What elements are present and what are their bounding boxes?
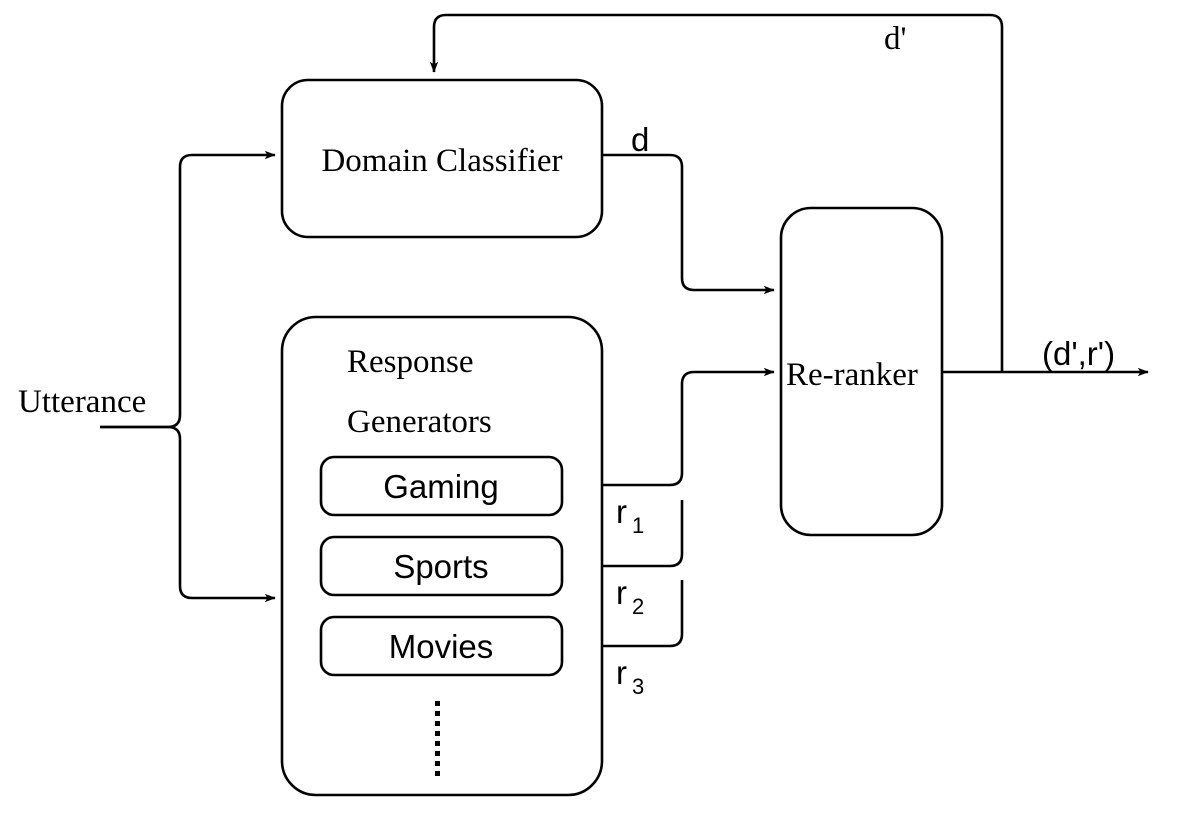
edge-label-r3-subscript: 3 [632, 674, 644, 699]
utterance-label: Utterance [18, 384, 146, 420]
response-generators-label-line1: Response [347, 344, 474, 380]
domain-classifier-box [280, 78, 604, 239]
edge-label-final-output: (d',r') [1042, 335, 1115, 372]
generator-label-sports: Sports [393, 548, 488, 585]
generator-box-sports[interactable] [319, 535, 564, 597]
generator-label-movies: Movies [389, 628, 494, 665]
reranker-box [779, 206, 944, 537]
edge-label-r1: r 1 [616, 493, 644, 538]
edge-label-r2: r 2 [616, 574, 644, 619]
edge-label-r3-base: r [616, 654, 627, 691]
edge-label-r2-subscript: 2 [632, 594, 644, 619]
edge-label-r1-subscript: 1 [632, 513, 644, 538]
edge-r1-gaming-to-reranker [562, 367, 775, 487]
response-generators-label-line2: Generators [347, 404, 492, 440]
generator-box-movies[interactable] [319, 615, 564, 677]
edge-label-dprime: d' [884, 21, 906, 57]
edge-label-r1-base: r [616, 493, 627, 530]
edge-d-domain-to-reranker [602, 153, 775, 295]
domain-classifier-label: Domain Classifier [321, 143, 562, 179]
edge-r3-movies-to-merge [562, 580, 684, 648]
edge-label-r2-base: r [616, 574, 627, 611]
edge-label-d: d [631, 121, 649, 158]
vertical-dots-icon [435, 701, 440, 776]
edge-dprime-feedback-to-domain-classifier [429, 13, 1004, 372]
edge-r2-sports-to-merge [562, 500, 684, 568]
generator-box-gaming[interactable] [319, 455, 564, 517]
reranker-label: Re-ranker [786, 357, 918, 393]
generator-label-gaming: Gaming [383, 468, 499, 505]
edge-utterance-to-response-generators [100, 425, 276, 603]
edge-label-r3: r 3 [616, 654, 644, 699]
